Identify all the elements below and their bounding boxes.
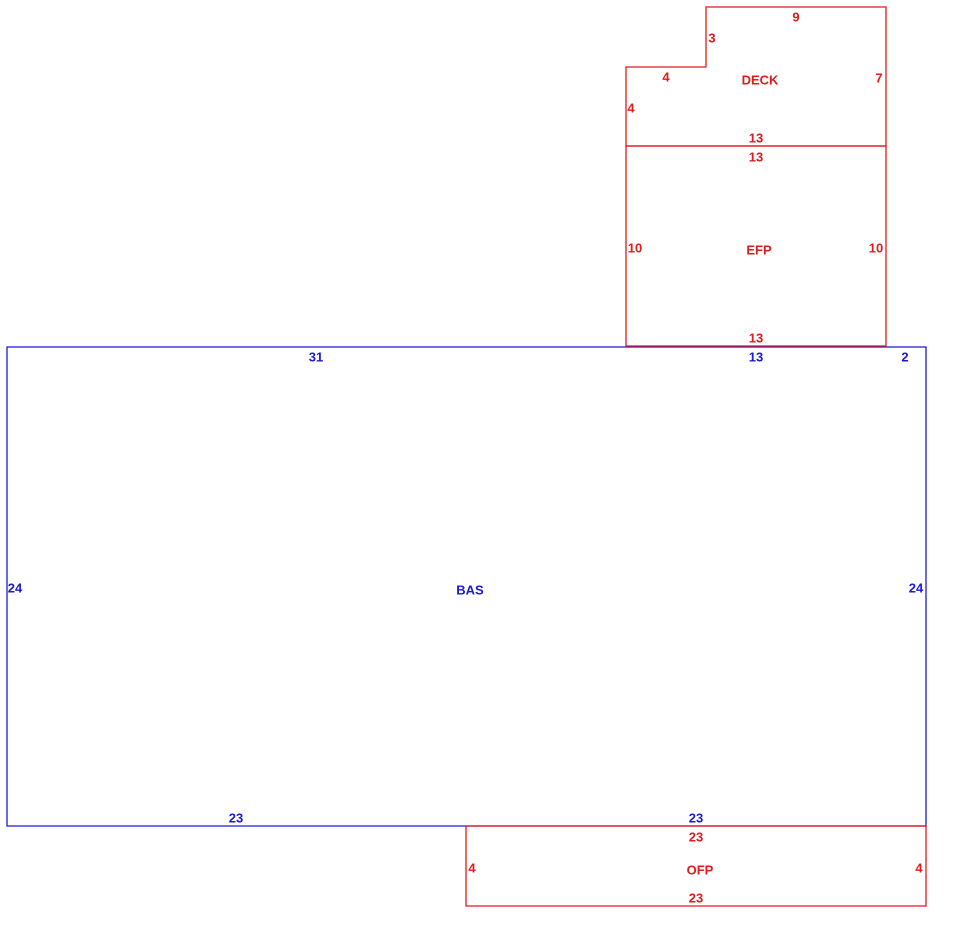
ofp-edge-top: 23 xyxy=(689,830,703,845)
ofp-edge-bottom: 23 xyxy=(689,891,703,906)
efp-edge-left: 10 xyxy=(628,241,642,256)
bas-edge-bottom-right: 23 xyxy=(689,811,703,826)
deck-edge-right: 7 xyxy=(875,71,882,86)
bas-edge-bottom-left: 23 xyxy=(229,811,243,826)
bas-edge-top-right: 2 xyxy=(901,350,908,365)
bas-edge-top-left: 31 xyxy=(309,350,323,365)
bas-edge-right: 24 xyxy=(909,581,924,596)
ofp-outline xyxy=(465,825,927,907)
bas-area: BAS 31 13 2 24 24 23 23 xyxy=(6,346,927,827)
deck-edge-bottom: 13 xyxy=(749,131,763,146)
bas-label: BAS xyxy=(456,583,484,598)
ofp-label: OFP xyxy=(687,863,714,878)
efp-area: EFP 13 10 10 13 xyxy=(625,145,887,347)
efp-edge-top: 13 xyxy=(749,150,763,165)
ofp-edge-right: 4 xyxy=(915,861,923,876)
deck-edge-notch-vertical: 3 xyxy=(708,31,715,46)
deck-outline xyxy=(625,6,887,147)
ofp-edge-left: 4 xyxy=(468,861,476,876)
ofp-area: OFP 23 4 4 23 xyxy=(465,825,927,907)
efp-edge-right: 10 xyxy=(869,241,883,256)
efp-label: EFP xyxy=(746,243,772,258)
bas-edge-left: 24 xyxy=(8,581,23,596)
deck-edge-top: 9 xyxy=(792,10,799,25)
deck-edge-left: 4 xyxy=(627,101,635,116)
deck-label: DECK xyxy=(742,73,779,88)
deck-area: DECK 9 3 4 4 7 13 xyxy=(625,6,887,147)
deck-edge-notch-horizontal: 4 xyxy=(662,70,670,85)
efp-edge-bottom: 13 xyxy=(749,331,763,346)
bas-edge-top-middle: 13 xyxy=(749,350,763,365)
